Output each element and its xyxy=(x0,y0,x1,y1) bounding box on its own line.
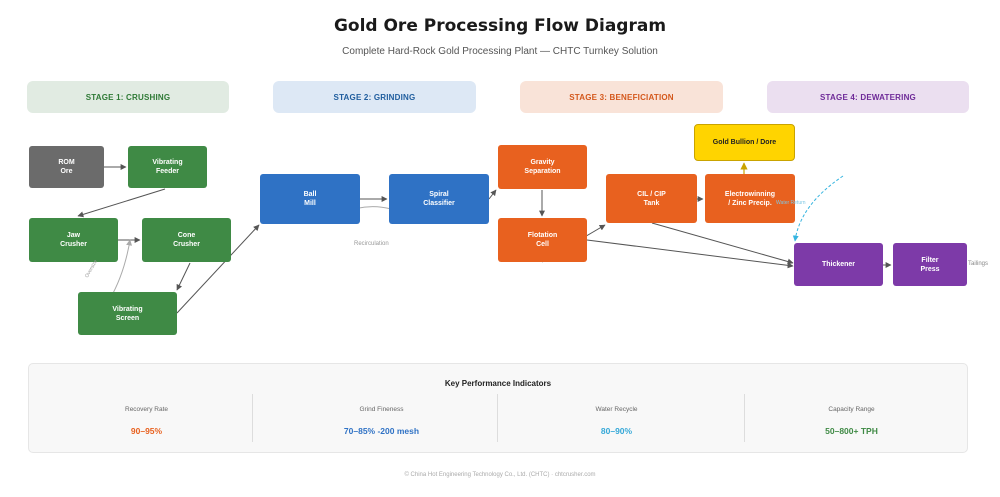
kpi-label: Recovery Rate xyxy=(125,406,168,413)
water-return-label: Water Return xyxy=(776,200,806,206)
node-spiral-classifier: Spiral Classifier xyxy=(389,174,489,224)
arrow-screen-ballmill xyxy=(176,224,260,314)
node-vibrating-feeder: Vibrating Feeder xyxy=(128,146,207,188)
node-flotation-cell: Flotation Cell xyxy=(498,218,587,262)
kpi-divider xyxy=(744,394,745,442)
kpi-recovery-rate: Recovery Rate 90–95% xyxy=(29,394,264,442)
stage-header-crushing: STAGE 1: CRUSHING xyxy=(27,81,229,113)
stage-header-grinding: STAGE 2: GRINDING xyxy=(273,81,476,113)
kpi-water-recycle: Water Recycle 80–90% xyxy=(497,394,734,442)
kpi-value: 80–90% xyxy=(600,426,633,436)
node-vibrating-screen: Vibrating Screen xyxy=(78,292,177,335)
arrow-feeder-jaw xyxy=(77,188,166,218)
water-return-loop xyxy=(792,175,844,242)
kpi-value: 70–85% -200 mesh xyxy=(343,426,420,436)
node-gravity-separation: Gravity Separation xyxy=(498,145,587,189)
kpi-label: Grind Fineness xyxy=(359,406,404,413)
kpi-grind-fineness: Grind Fineness 70–85% -200 mesh xyxy=(252,394,499,442)
node-ball-mill: Ball Mill xyxy=(260,174,360,224)
node-jaw-crusher: Jaw Crusher xyxy=(29,218,118,262)
kpi-title: Key Performance Indicators xyxy=(444,379,552,388)
node-electrowinning: Electrowinning / Zinc Precip. xyxy=(705,174,795,223)
kpi-divider xyxy=(252,394,253,442)
arrow-classifier-gravity xyxy=(488,189,497,200)
footer-copyright: © China Hot Engineering Technology Co., … xyxy=(404,472,596,478)
kpi-label: Water Recycle xyxy=(595,406,638,413)
kpi-value: 50–800+ TPH xyxy=(825,426,878,436)
kpi-label: Capacity Range xyxy=(828,406,875,413)
stage-header-dewatering: STAGE 4: DEWATERING xyxy=(767,81,969,113)
node-gold-bullion: Gold Bullion / Dore xyxy=(694,124,795,161)
kpi-divider xyxy=(497,394,498,442)
arrow-cone-screen xyxy=(176,262,191,291)
page-subtitle: Complete Hard-Rock Gold Processing Plant… xyxy=(342,46,658,57)
node-filter-press: Filter Press xyxy=(893,243,967,286)
page-title: Gold Ore Processing Flow Diagram xyxy=(333,16,667,36)
node-rom-ore: ROM Ore xyxy=(29,146,104,188)
kpi-value: 90–95% xyxy=(130,426,163,436)
stage-header-beneficiation: STAGE 3: BENEFICIATION xyxy=(520,81,723,113)
node-thickener: Thickener xyxy=(794,243,883,286)
node-cil-cip-tank: CIL / CIP Tank xyxy=(606,174,697,223)
arrow-cil-thickener xyxy=(651,222,794,265)
recirculation-label: Recirculation xyxy=(354,241,389,247)
kpi-panel: Key Performance Indicators Recovery Rate… xyxy=(28,363,968,453)
node-cone-crusher: Cone Crusher xyxy=(142,218,231,262)
tailings-label: Tailings xyxy=(968,261,989,267)
arrow-flotation-thickener xyxy=(586,239,794,269)
kpi-capacity-range: Capacity Range 50–800+ TPH xyxy=(734,394,969,442)
